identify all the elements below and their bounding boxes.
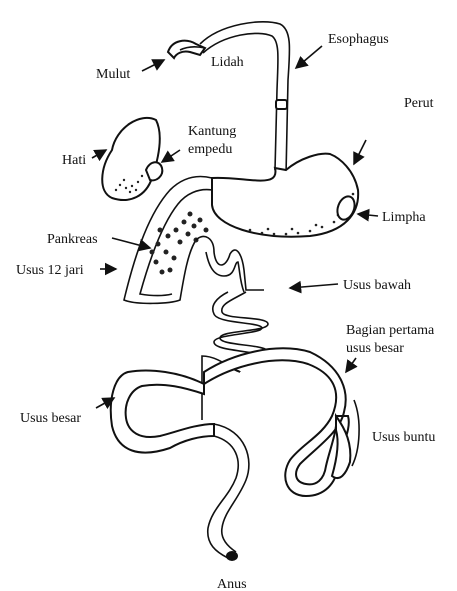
arrow-pankreas: [112, 238, 150, 248]
large-intestine-tube: [111, 348, 359, 561]
label-mulut: Mulut: [96, 67, 130, 82]
label-usus-bawah: Usus bawah: [343, 278, 411, 293]
stomach-shape: [212, 154, 358, 237]
label-kantung-empedu-2: empedu: [188, 142, 232, 157]
arrow-esophagus: [296, 46, 322, 68]
label-bagian-pertama-2: usus besar: [346, 341, 404, 356]
label-esophagus: Esophagus: [328, 32, 389, 47]
label-lidah: Lidah: [211, 55, 244, 70]
arrow-bagian-pertama: [346, 358, 356, 372]
arrow-limpha: [358, 214, 378, 216]
liver-shape: [102, 118, 160, 200]
label-pankreas: Pankreas: [47, 232, 98, 247]
label-kantung-empedu-1: Kantung: [188, 124, 236, 139]
label-anus: Anus: [217, 577, 247, 591]
small-intestine-tube: [196, 236, 268, 420]
label-usus-buntu: Usus buntu: [372, 430, 435, 445]
arrow-mulut: [142, 60, 164, 71]
pancreas-shape: [150, 212, 209, 275]
label-hati: Hati: [62, 153, 86, 168]
arrow-perut: [354, 140, 366, 164]
label-usus-12-jari: Usus 12 jari: [16, 263, 84, 278]
gallbladder-shape: [146, 162, 162, 180]
arrow-usus-bawah: [290, 284, 338, 288]
arrow-hati: [92, 150, 106, 158]
arrow-kantung-empedu: [162, 150, 180, 162]
mouth-shape: [168, 41, 205, 58]
label-bagian-pertama-1: Bagian pertama: [346, 323, 435, 338]
label-perut: Perut: [404, 96, 434, 111]
label-limpha: Limpha: [382, 210, 426, 225]
label-usus-besar: Usus besar: [20, 411, 81, 426]
